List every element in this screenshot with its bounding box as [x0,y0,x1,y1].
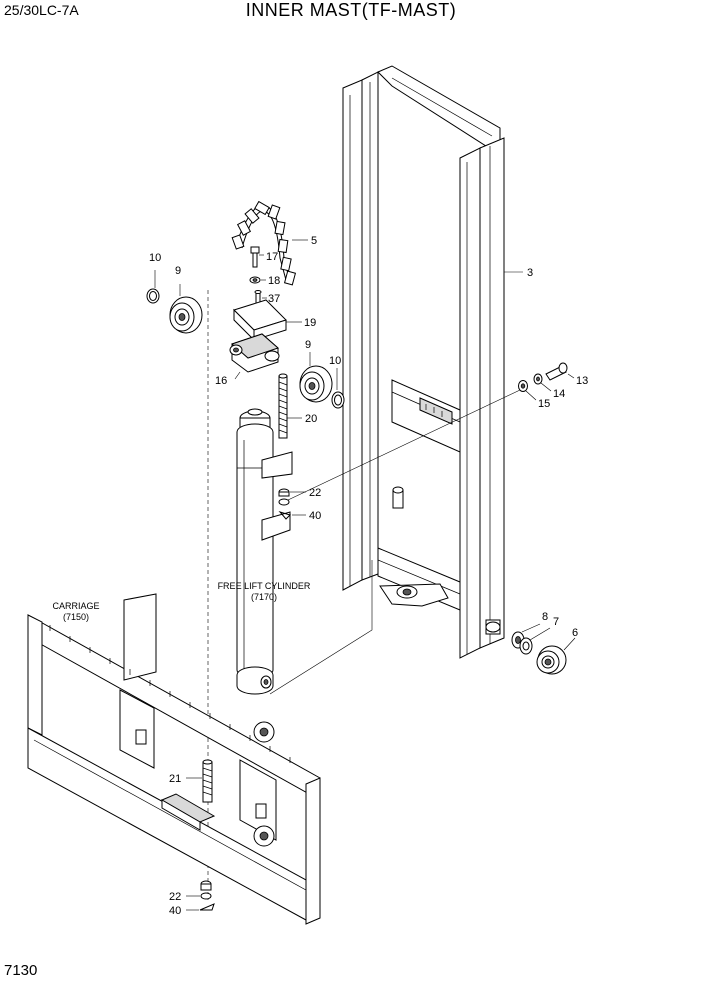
callout-6: 6 [572,627,578,639]
callout-20: 20 [305,413,317,425]
pin-40-upper [278,511,306,520]
callout-40-upper: 40 [309,510,321,522]
lift-chain [231,200,308,286]
chain-bracket [233,299,302,342]
threaded-rod-20 [278,373,302,439]
shim-7 [519,627,551,655]
carriage-frame [27,593,321,925]
page-number: 7130 [4,962,38,979]
callout-37: 37 [268,293,280,305]
svg-text:FREE LIFT CYLINDER: FREE LIFT CYLINDER [218,581,311,591]
callout-21: 21 [169,773,181,785]
chain-anchor-bolt [250,246,264,268]
free-lift-cylinder [236,408,293,695]
callout-22-lower: 22 [169,891,181,903]
washer-15 [518,380,537,401]
nut-22-lower [186,880,212,900]
pin-40-lower [186,903,215,911]
svg-text:(7150): (7150) [63,612,89,622]
callout-8: 8 [542,611,548,623]
callout-3: 3 [527,267,533,279]
svg-text:(7170): (7170) [251,592,277,602]
callout-10-right: 10 [329,355,341,367]
roller-6 [536,637,576,675]
model-number: 25/30LC-7A [4,2,79,18]
callout-5: 5 [311,235,317,247]
page-title: INNER MAST(TF-MAST) [245,0,457,20]
callout-18: 18 [268,275,280,287]
callout-labels: 3 5 17 18 37 19 10 9 9 10 16 20 13 14 15… [149,235,588,917]
caption-free-lift-cylinder: FREE LIFT CYLINDER (7170) [218,581,311,602]
callout-19: 19 [304,317,316,329]
callout-17: 17 [266,251,278,263]
callout-9-left: 9 [175,265,181,277]
callout-9-right: 9 [305,339,311,351]
svg-text:CARRIAGE: CARRIAGE [52,601,99,611]
left-snap-ring [146,270,160,304]
right-snap-ring [331,368,345,409]
sheave-block [229,333,280,380]
callout-10-left: 10 [149,252,161,264]
callout-7: 7 [553,616,559,628]
chain-nut [249,276,266,284]
inner-mast-frame [342,65,523,659]
callout-22-upper: 22 [309,487,321,499]
callout-16: 16 [215,375,227,387]
callout-14: 14 [553,388,565,400]
caption-carriage: CARRIAGE (7150) [52,601,99,622]
callout-15: 15 [538,398,550,410]
bolt-13 [545,362,575,381]
callout-13: 13 [576,375,588,387]
nut-22-upper [278,488,306,506]
threaded-rod-21 [186,759,213,803]
callout-40-lower: 40 [169,905,181,917]
left-sheave [169,284,203,334]
washer-14 [533,373,552,392]
right-sheave [299,352,333,403]
